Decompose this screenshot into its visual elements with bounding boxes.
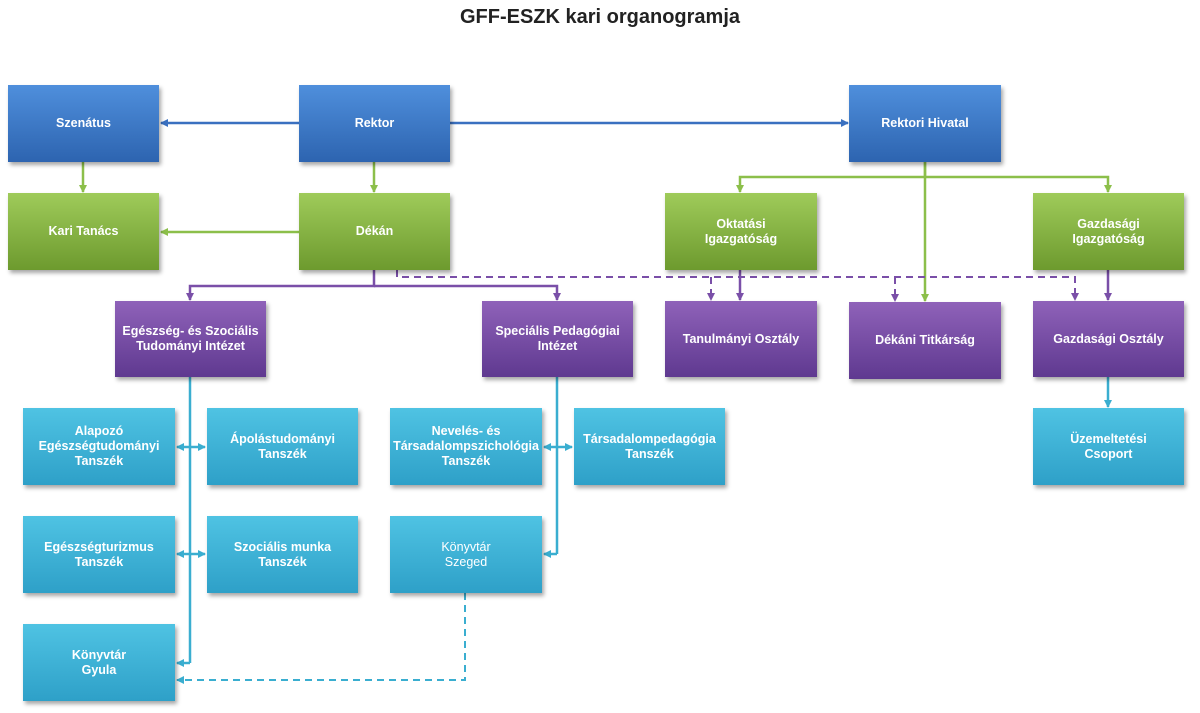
node-apolas-tanszek: Ápolástudományi Tanszék xyxy=(207,408,358,485)
link-hivatal-gazdasagi xyxy=(925,175,1112,193)
node-neveles-tanszek: Nevelés- és Társadalompszichológia Tansz… xyxy=(390,408,542,485)
node-turizmus-tanszek: Egészségturizmus Tanszék xyxy=(23,516,175,593)
link-dekan-dashed xyxy=(396,270,1079,301)
node-gazdasagi-osztaly: Gazdasági Osztály xyxy=(1033,301,1184,377)
node-egeszseg-intezet: Egészség- és Szociális Tudományi Intézet xyxy=(115,301,266,377)
node-kari-tanacs: Kari Tanács xyxy=(8,193,159,270)
node-gazdasagi-igazgatosag: Gazdasági Igazgatóság xyxy=(1033,193,1184,270)
node-uzemeltetesi-csoport: Üzemeltetési Csoport xyxy=(1033,408,1184,485)
node-rektori-hivatal: Rektori Hivatal xyxy=(849,85,1001,162)
node-alapozo-tanszek: Alapozó Egészségtudományi Tanszék xyxy=(23,408,175,485)
node-dekan: Dékán xyxy=(299,193,450,270)
node-konyvtar-szeged: Könyvtár Szeged xyxy=(390,516,542,593)
node-oktatasi-igazgatosag: Oktatási Igazgatóság xyxy=(665,193,817,270)
node-rektor: Rektor xyxy=(299,85,450,162)
node-konyvtar-gyula: Könyvtár Gyula xyxy=(23,624,175,701)
node-szocialis-tanszek: Szociális munka Tanszék xyxy=(207,516,358,593)
node-tarsadalompedagogia-tanszek: Társadalompedagógia Tanszék xyxy=(574,408,725,485)
node-szenatus: Szenátus xyxy=(8,85,159,162)
node-dekani-titkarsag: Dékáni Titkárság xyxy=(849,302,1001,379)
link-dekan-specialis xyxy=(374,284,561,301)
link-hivatal-oktatasi xyxy=(736,162,927,193)
link-szeged-gyula-dashed xyxy=(176,593,466,684)
link-dekan-intezetek xyxy=(186,270,376,301)
page-title: GFF-ESZK kari organogramja xyxy=(459,6,741,28)
node-specialis-intezet: Speciális Pedagógiai Intézet xyxy=(482,301,633,377)
node-tanulmanyi-osztaly: Tanulmányi Osztály xyxy=(665,301,817,377)
